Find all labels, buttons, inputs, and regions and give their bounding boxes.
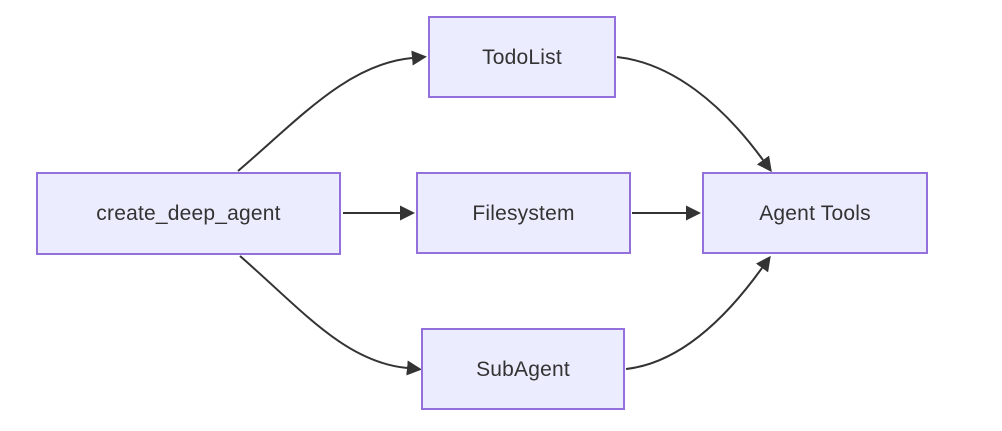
node-label-subagent: SubAgent <box>476 357 570 381</box>
edge-todolist-to-agent-tools <box>616 56 772 173</box>
node-subagent: SubAgent <box>421 328 625 410</box>
node-create-deep-agent: create_deep_agent <box>36 172 341 255</box>
node-label-todolist: TodoList <box>482 45 562 69</box>
edge-create-deep-agent-to-todolist <box>237 50 427 172</box>
edge-subagent-to-agent-tools <box>625 255 771 370</box>
node-agent-tools: Agent Tools <box>702 172 928 254</box>
node-todolist: TodoList <box>428 16 616 98</box>
edge-create-deep-agent-to-subagent <box>239 255 422 376</box>
node-label-agent-tools: Agent Tools <box>759 201 871 225</box>
node-label-create-deep-agent: create_deep_agent <box>96 202 281 225</box>
node-filesystem: Filesystem <box>416 172 631 254</box>
node-label-filesystem: Filesystem <box>472 201 575 225</box>
